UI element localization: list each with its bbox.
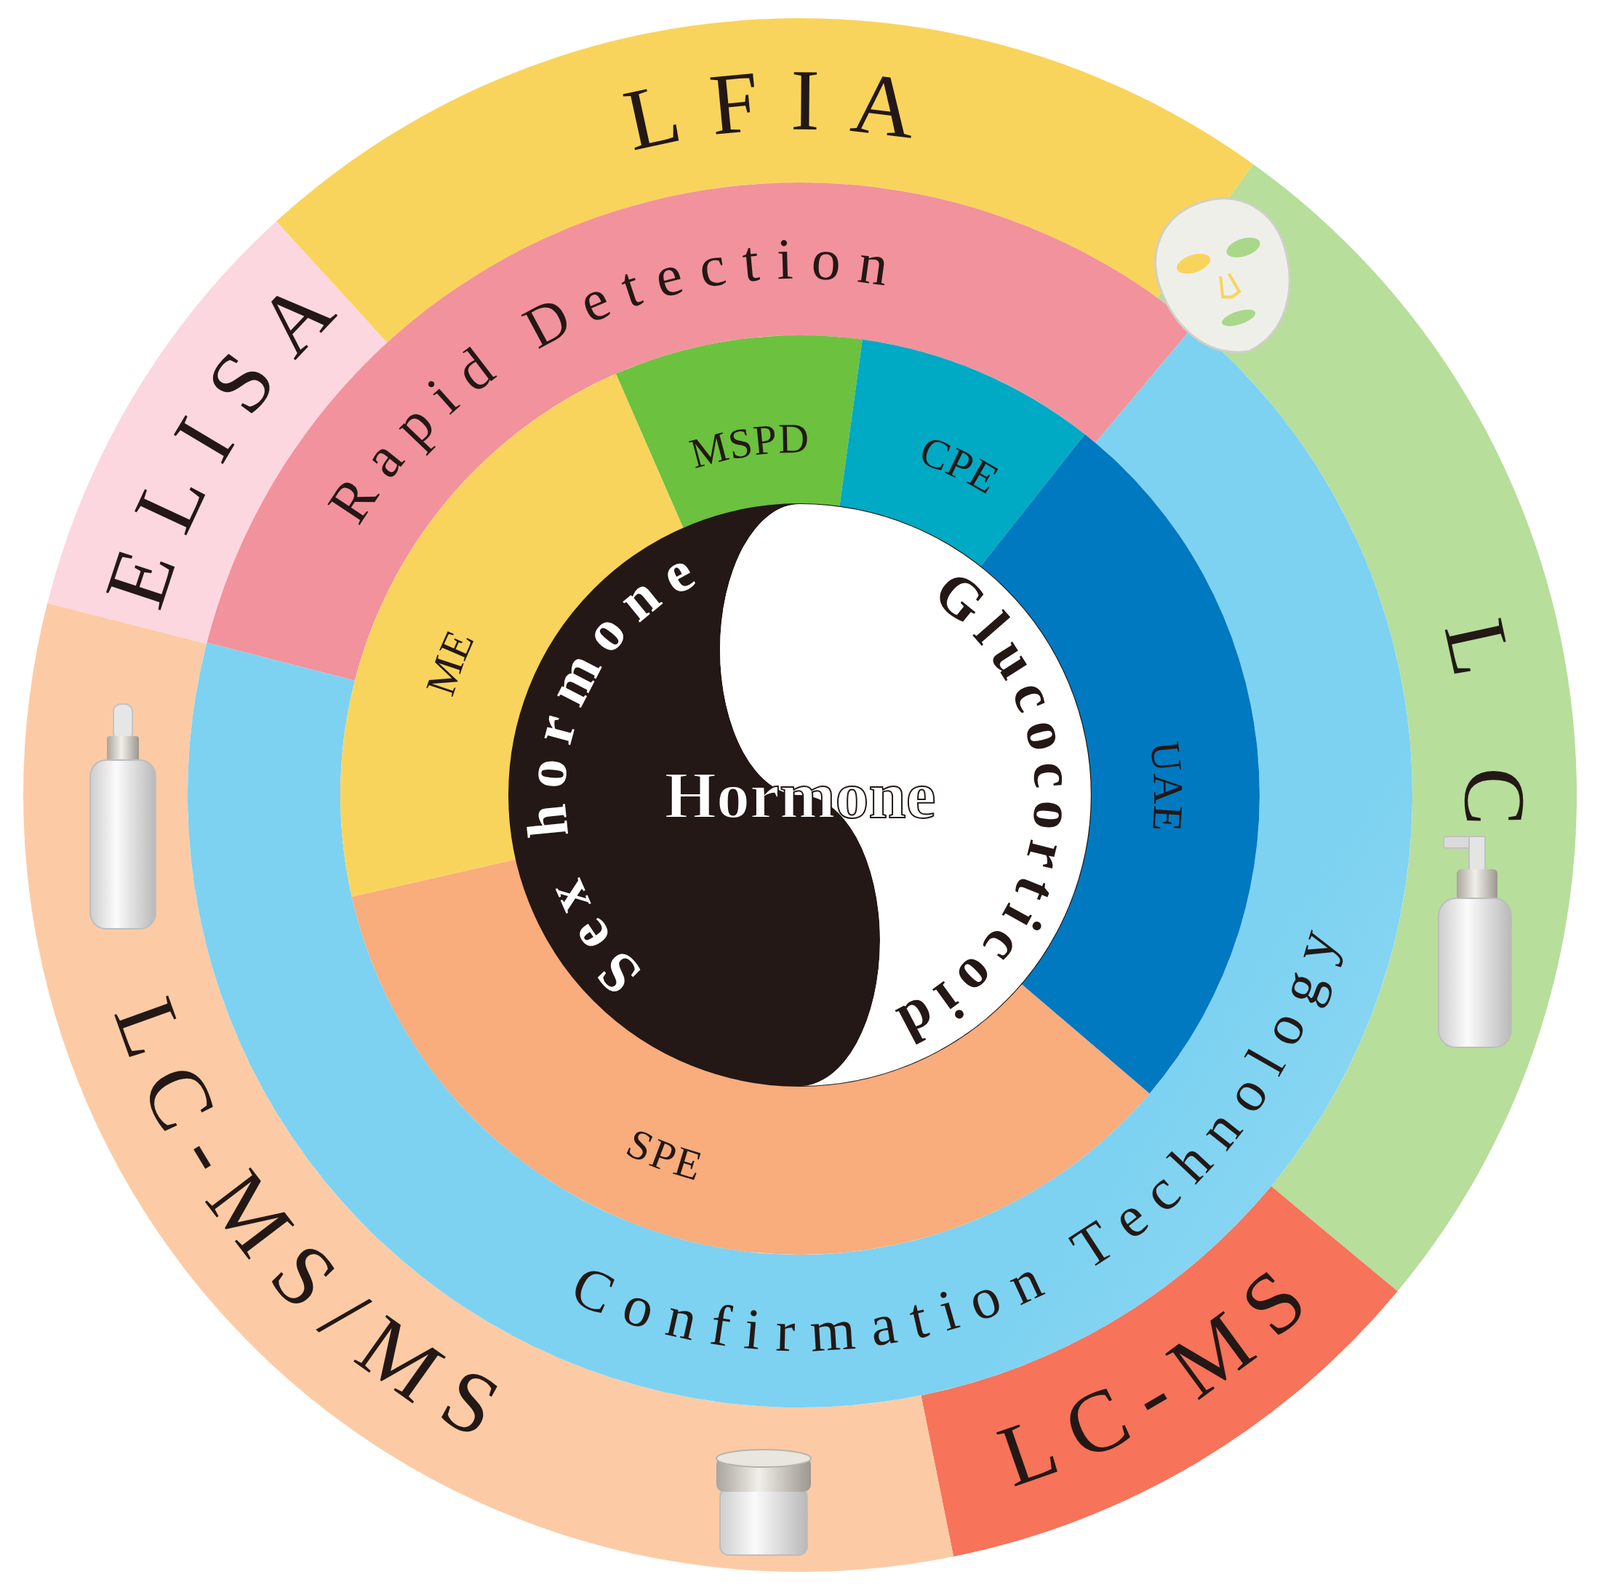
segment-label: Hormone xyxy=(664,761,936,829)
label-glyph: a xyxy=(865,1293,900,1356)
label-glyph: e xyxy=(557,909,620,964)
label-glyph: c xyxy=(1024,759,1085,790)
label-glyph: n xyxy=(854,233,892,296)
hormone-circle xyxy=(509,504,1091,1086)
label-glyph: L xyxy=(1430,611,1528,683)
label-glyph: E xyxy=(90,538,190,617)
pump-stem xyxy=(1469,836,1486,873)
label-glyph: n xyxy=(608,565,670,631)
label-glyph: o xyxy=(616,1274,662,1339)
label-glyph: p xyxy=(381,393,444,455)
label-glyph: D xyxy=(514,287,579,359)
label-glyph: A xyxy=(242,264,350,371)
label-glyph: r xyxy=(522,709,586,750)
label-glyph: o xyxy=(1015,713,1079,756)
label-glyph: E xyxy=(1145,803,1190,832)
label-glyph: a xyxy=(352,429,414,487)
label-glyph: t xyxy=(613,256,648,317)
label-glyph: D xyxy=(777,417,809,461)
mask-eye xyxy=(1224,233,1263,262)
label-glyph: c xyxy=(1002,672,1067,719)
jar-lid-top xyxy=(716,1449,811,1467)
label-glyph: i xyxy=(932,1280,965,1341)
label-glyph: M xyxy=(685,425,734,476)
label-glyph: L xyxy=(616,67,688,165)
yang-half xyxy=(720,504,1091,1086)
label-glyph: C xyxy=(126,1052,231,1144)
label-glyph: R xyxy=(317,466,388,532)
label-glyph: i xyxy=(776,229,794,289)
label-glyph: F xyxy=(706,57,763,150)
label-glyph: t xyxy=(739,231,762,291)
label-glyph: g xyxy=(1267,962,1333,1011)
mask-mouth xyxy=(1220,306,1258,330)
label-glyph: o xyxy=(1023,798,1084,832)
label-glyph: e xyxy=(651,540,703,604)
label-glyph: P xyxy=(751,418,779,463)
dropper-bulb xyxy=(113,704,133,741)
label-glyph: r xyxy=(775,1301,797,1360)
pump-collar xyxy=(1456,869,1498,902)
label-glyph: e xyxy=(570,268,618,333)
label-glyph: o xyxy=(516,756,577,791)
label-glyph: h xyxy=(516,802,578,840)
label-glyph: I xyxy=(790,56,821,144)
label-glyph: n xyxy=(999,1248,1051,1314)
label-glyph: x xyxy=(534,872,600,923)
label-glyph: y xyxy=(1282,922,1347,968)
label-glyph: f xyxy=(706,1294,734,1355)
label-glyph: t xyxy=(904,1287,933,1348)
mask-nose xyxy=(1216,272,1241,300)
label-glyph: n xyxy=(661,1285,703,1350)
label-glyph: m xyxy=(536,643,611,714)
bottle-body xyxy=(90,760,156,929)
label-glyph: m xyxy=(808,1299,858,1361)
label-glyph xyxy=(524,846,584,876)
label-glyph: o xyxy=(810,229,843,290)
label-glyph: e xyxy=(648,243,688,307)
label-glyph: o xyxy=(573,602,637,662)
category-ring-segment xyxy=(187,325,1413,1408)
label-glyph xyxy=(484,317,529,375)
label-glyph: r xyxy=(1016,836,1079,876)
label-glyph: I xyxy=(158,404,249,475)
pretreatment-segment xyxy=(616,335,863,528)
label-glyph: c xyxy=(693,235,729,298)
label-glyph: U xyxy=(1143,738,1189,774)
label-glyph: S xyxy=(191,337,291,429)
label-glyph: C xyxy=(564,1255,623,1324)
bottle-body xyxy=(1438,898,1512,1048)
label-glyph: C xyxy=(1051,1370,1142,1475)
jar-body xyxy=(720,1488,808,1555)
label-glyph: C xyxy=(1450,767,1539,826)
label-glyph: L xyxy=(99,988,200,1068)
label-glyph: L xyxy=(120,458,222,544)
label-glyph: o xyxy=(960,1266,1008,1331)
label-glyph: A xyxy=(1146,772,1190,804)
cream-jar-icon xyxy=(716,1449,811,1555)
mask-eye xyxy=(1174,250,1214,278)
label-glyph: M xyxy=(343,1300,457,1417)
label-glyph: i xyxy=(742,1298,764,1359)
label-glyph: L xyxy=(989,1400,1069,1501)
label-glyph: d xyxy=(444,337,503,402)
label-glyph: o xyxy=(1250,1002,1315,1054)
label-glyph: A xyxy=(846,58,920,153)
label-glyph: S xyxy=(586,941,651,1006)
label-glyph: T xyxy=(1061,1210,1123,1279)
